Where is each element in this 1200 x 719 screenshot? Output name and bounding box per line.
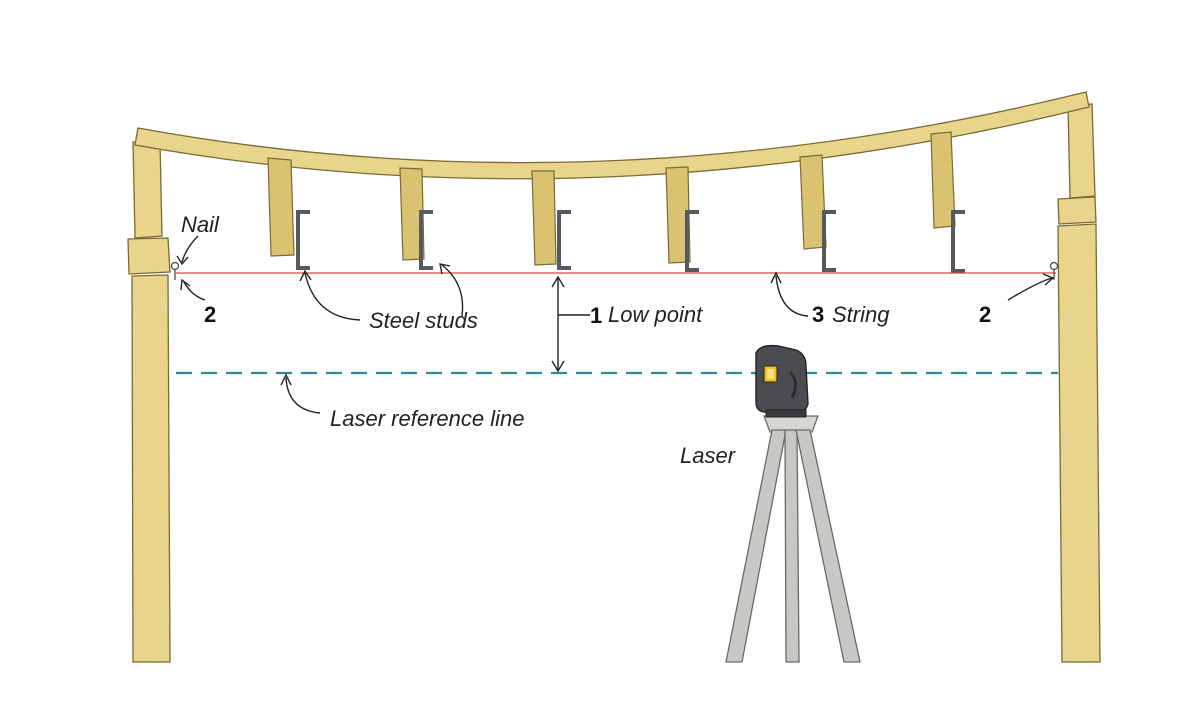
steel-studs (296, 210, 965, 273)
laser-device (755, 344, 809, 418)
nail-label: Nail (181, 212, 220, 237)
laser-reference-line-label: Laser reference line (330, 406, 524, 431)
left-post (127, 140, 171, 663)
wood-blocks (267, 131, 956, 266)
laser-label: Laser (680, 443, 737, 468)
steel-stud (822, 210, 836, 272)
steel-stud (685, 210, 699, 272)
string-label: String (832, 302, 890, 327)
steel-stud (951, 210, 965, 273)
low-point-label: Low point (608, 302, 703, 327)
low-point-number: 1 (590, 303, 602, 328)
left-number-label: 2 (204, 302, 216, 327)
callout-arrows (176, 235, 1055, 414)
steel-studs-label: Steel studs (369, 308, 478, 333)
right-number-label: 2 (979, 302, 991, 327)
nail-icon (1049, 261, 1059, 280)
right-post (1057, 103, 1101, 663)
steel-stud (419, 210, 433, 270)
tripod (725, 415, 861, 663)
low-point-measure-arrow (551, 275, 590, 373)
steel-stud (296, 210, 310, 270)
string-number: 3 (812, 302, 824, 327)
nail-icon (170, 261, 180, 280)
steel-stud (557, 210, 571, 270)
